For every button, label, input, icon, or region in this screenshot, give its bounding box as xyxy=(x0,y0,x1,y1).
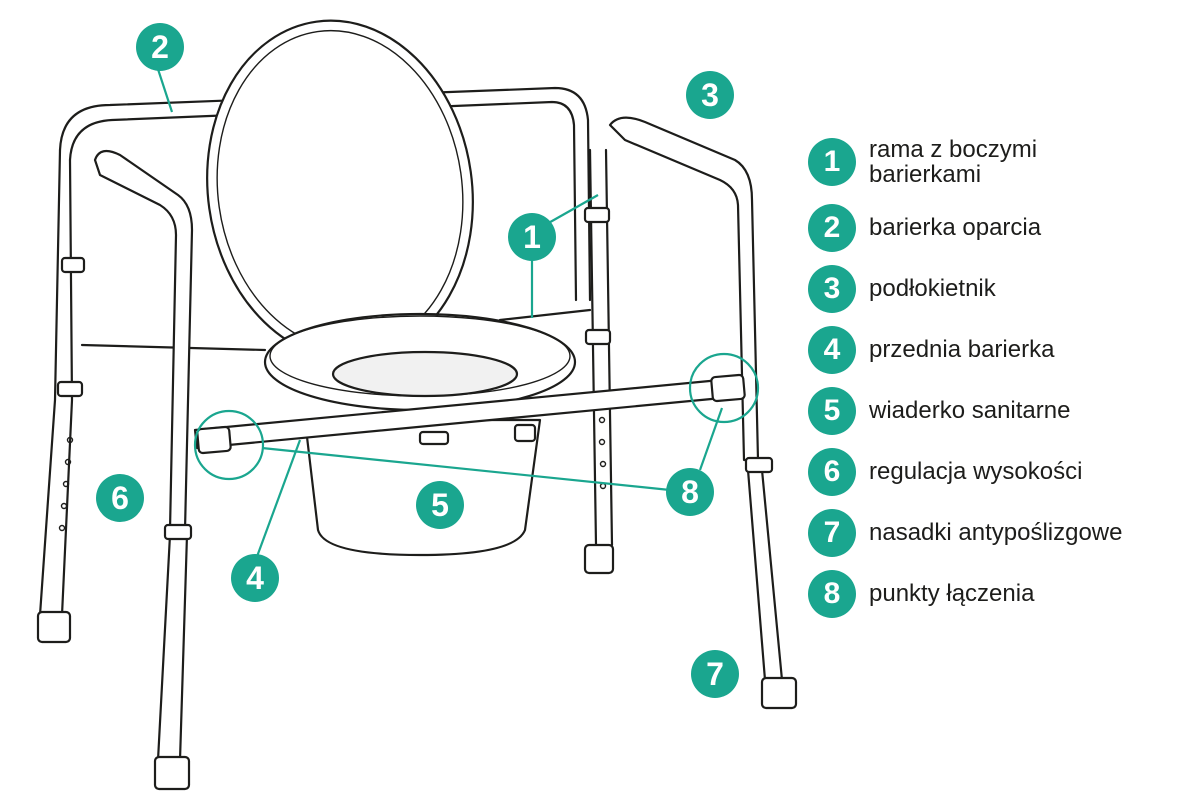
legend-number-badge: 1 xyxy=(808,138,856,186)
legend-item: 5 wiaderko sanitarne xyxy=(808,380,1198,441)
legend-label: rama z boczymi barierkami xyxy=(869,136,1038,188)
legend-item: 7 nasadki antypoślizgowe xyxy=(808,502,1198,563)
callout-badge-4: 4 xyxy=(231,554,279,602)
svg-text:3: 3 xyxy=(701,77,719,113)
legend-label: podłokietnik xyxy=(869,275,996,302)
legend-item: 1 rama z boczymi barierkami xyxy=(808,127,1198,197)
legend-number-badge: 7 xyxy=(808,508,856,557)
callout-badge-2: 2 xyxy=(136,23,184,71)
svg-text:2: 2 xyxy=(151,29,169,65)
legend-number-badge: 5 xyxy=(808,386,856,435)
legend-number-badge: 6 xyxy=(808,447,856,496)
left-rear-leg xyxy=(36,148,86,644)
legend-label: punkty łączenia xyxy=(869,580,1035,607)
legend-number-badge: 8 xyxy=(808,569,856,618)
sanitary-bucket xyxy=(303,418,542,557)
left-front-leg xyxy=(93,149,194,791)
callout-badge-7: 7 xyxy=(691,650,739,698)
legend-label: regulacja wysokości xyxy=(869,458,1083,485)
right-front-leg xyxy=(608,116,798,710)
legend-item: 8 punkty łączenia xyxy=(808,563,1198,624)
svg-text:7: 7 xyxy=(706,656,724,692)
svg-text:8: 8 xyxy=(681,474,699,510)
legend-number-badge: 2 xyxy=(808,203,856,252)
svg-text:6: 6 xyxy=(111,480,129,516)
legend-number-badge: 4 xyxy=(808,325,856,374)
callout-lines xyxy=(153,59,760,563)
right-side-rail xyxy=(498,308,592,322)
legend-number-badge: 3 xyxy=(808,264,856,313)
svg-text:1: 1 xyxy=(523,219,541,255)
callout-badge-3: 3 xyxy=(686,71,734,119)
front-bar xyxy=(193,373,746,455)
legend-label: przednia barierka xyxy=(869,336,1055,363)
right-rear-leg xyxy=(583,148,615,575)
toilet-seat xyxy=(263,312,577,412)
svg-text:4: 4 xyxy=(246,560,264,596)
callout-badge-8: 8 xyxy=(666,468,714,516)
legend-label: barierka oparcia xyxy=(869,214,1042,241)
legend-item: 4 przednia barierka xyxy=(808,319,1198,380)
svg-text:5: 5 xyxy=(431,487,449,523)
callout-badge-6: 6 xyxy=(96,474,144,522)
legend-item: 3 podłokietnik xyxy=(808,258,1198,319)
legend-label: wiaderko sanitarne xyxy=(869,397,1071,424)
callout-badge-1: 1 xyxy=(508,213,556,261)
legend-item: 6 regulacja wysokości xyxy=(808,441,1198,502)
legend: 1 rama z boczymi barierkami 2 barierka o… xyxy=(808,127,1198,624)
callout-badge-5: 5 xyxy=(416,481,464,529)
legend-item: 2 barierka oparcia xyxy=(808,197,1198,258)
legend-label: nasadki antypoślizgowe xyxy=(869,519,1123,546)
